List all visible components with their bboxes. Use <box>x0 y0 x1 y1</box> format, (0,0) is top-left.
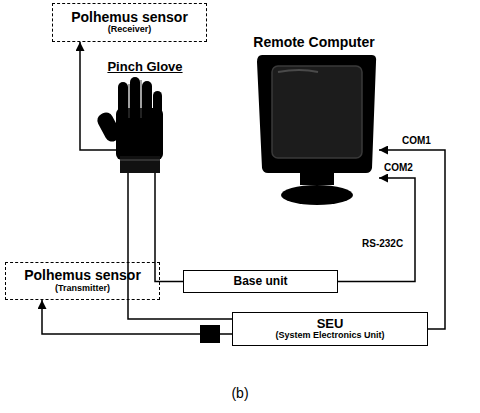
node-title: Polhemus sensor <box>71 10 188 25</box>
connector-line <box>128 173 232 319</box>
glove-seam <box>141 80 142 118</box>
node-title: Remote Computer <box>253 35 374 50</box>
glove-device: Pinch Glove <box>90 58 200 173</box>
connector-line <box>80 42 116 150</box>
node-subtitle: (Receiver) <box>108 25 152 35</box>
node-title: SEU <box>317 317 344 331</box>
sensor-box: Polhemus sensor(Transmitter) <box>5 262 160 300</box>
node-title: Base unit <box>233 275 287 288</box>
node-subtitle: (System Electronics Unit) <box>275 331 384 341</box>
monitor-base <box>281 185 353 205</box>
screen-glare <box>278 70 318 72</box>
monitor-neck <box>300 173 334 185</box>
port-label: COM2 <box>384 162 413 173</box>
node-title: Polhemus sensor <box>24 268 141 283</box>
unit-box: SEU(System Electronics Unit) <box>232 312 428 346</box>
interface-label: RS-232C <box>362 238 403 249</box>
node-subtitle: (Transmitter) <box>55 284 110 294</box>
node-title: Pinch Glove <box>107 60 182 74</box>
computer-drawing <box>257 55 376 205</box>
connector-line <box>42 300 232 334</box>
port-label: COM1 <box>402 135 431 146</box>
figure-caption: (b) <box>0 386 480 401</box>
monitor-body <box>257 55 376 173</box>
glove-seam <box>129 84 130 118</box>
glove-palm <box>116 108 163 160</box>
unit-box: Base unit <box>183 270 338 293</box>
computer-device: Remote Computer <box>245 33 383 210</box>
connector-line <box>338 178 415 282</box>
pinch-glove-drawing <box>95 77 163 173</box>
glove-cuff <box>120 156 160 173</box>
glove-cuff-seam <box>120 160 160 161</box>
monitor-screen <box>272 66 362 158</box>
sensor-box: Polhemus sensor(Receiver) <box>52 3 207 42</box>
